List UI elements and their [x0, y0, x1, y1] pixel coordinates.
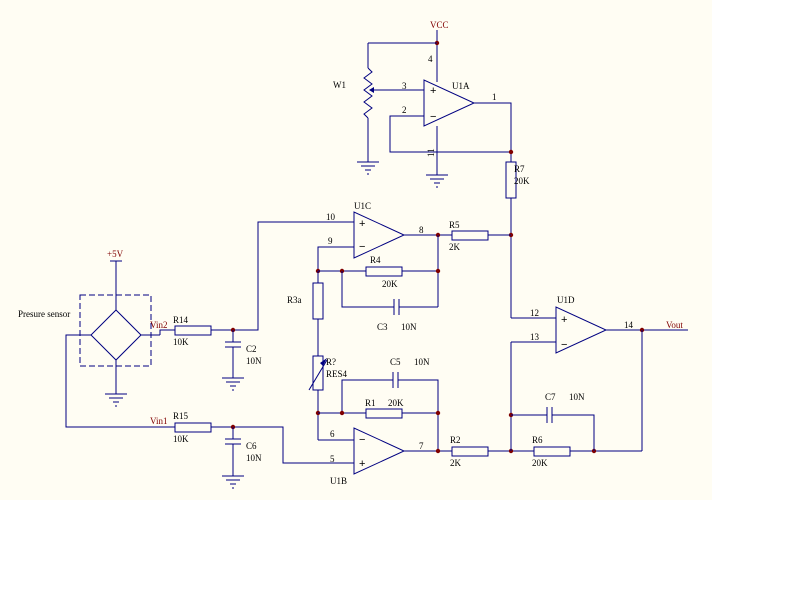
pin-label: 11 [426, 148, 436, 157]
resistor-r15: R15 10K [173, 411, 212, 444]
c6-ref: C6 [246, 441, 257, 451]
pin-label: 5 [330, 454, 335, 464]
r4-value: 20K [382, 279, 398, 289]
r7-ref: R7 [514, 164, 525, 174]
vin2-label: Vin2 [150, 320, 167, 330]
ground-symbol [105, 393, 127, 407]
potentiometer-w1: W1 [333, 42, 437, 162]
c5-ref: C5 [390, 357, 401, 367]
p5v-label: +5V [107, 249, 124, 259]
rq-ref: R? [326, 357, 336, 367]
r4-ref: R4 [370, 255, 381, 265]
schematic-canvas: VCC 4 W1 + − U1A 3 2 1 11 R7 [0, 0, 712, 500]
r6-value: 20K [532, 458, 548, 468]
r1-value: 20K [388, 398, 404, 408]
r15-ref: R15 [173, 411, 189, 421]
resistor-r14: R14 10K [173, 315, 212, 347]
r7-value: 20K [514, 176, 530, 186]
r14-ref: R14 [173, 315, 189, 325]
pressure-sensor-bridge: Presure sensor [18, 294, 175, 428]
minus-sign: − [359, 241, 365, 253]
plus-sign: + [359, 458, 365, 470]
pin-label: 14 [624, 320, 634, 330]
pin-label: 4 [428, 54, 433, 64]
ground-symbol [222, 377, 244, 391]
capacitor-c3: C3 10N [377, 299, 417, 332]
resistor-r1: R1 20K [365, 398, 404, 419]
r6-ref: R6 [532, 435, 543, 445]
pin-label: 6 [330, 429, 335, 439]
c3-ref: C3 [377, 322, 388, 332]
r3a-ref: R3a [287, 295, 302, 305]
r5-ref: R5 [449, 220, 460, 230]
r1-ref: R1 [365, 398, 376, 408]
pin-label: 7 [419, 441, 424, 451]
pin-label: 1 [492, 92, 497, 102]
minus-sign: − [359, 434, 365, 446]
pin-label: 3 [402, 81, 407, 91]
ground-symbol [222, 475, 244, 489]
pin-label: 8 [419, 225, 424, 235]
vcc-label: VCC [430, 20, 449, 30]
capacitor-c5: C5 10N [390, 357, 430, 388]
c7-ref: C7 [545, 392, 556, 402]
resistor-r4: R4 20K [365, 255, 403, 289]
plus-sign: + [430, 85, 436, 97]
plus-sign: + [359, 218, 365, 230]
resistor-r6: R6 20K [532, 435, 571, 468]
resistor-r5: R5 2K [449, 220, 489, 252]
pin-label: 13 [530, 332, 540, 342]
c6-value: 10N [246, 453, 262, 463]
minus-sign: − [561, 339, 567, 351]
resistor-r7: R7 20K [505, 161, 530, 199]
r15-value: 10K [173, 434, 189, 444]
capacitor-c6: C6 10N [225, 427, 262, 476]
pin-label: 12 [530, 308, 539, 318]
u1d-label: U1D [557, 295, 575, 305]
vcc-node: VCC [430, 20, 449, 82]
u1c-label: U1C [354, 201, 371, 211]
ground-symbol [357, 161, 379, 175]
schematic: VCC 4 W1 + − U1A 3 2 1 11 R7 [18, 20, 688, 489]
r14-value: 10K [173, 337, 189, 347]
r2-value: 2K [450, 458, 462, 468]
supply-5v: +5V [107, 249, 124, 310]
r2-ref: R2 [450, 435, 461, 445]
opamp-u1a: + − U1A [423, 79, 476, 127]
opamp-u1b: − + U1B [330, 427, 406, 486]
opamp-u1d: + − U1D [555, 295, 608, 354]
minus-sign: − [430, 111, 436, 123]
rq-value: RES4 [326, 369, 348, 379]
pin-label: 10 [326, 212, 336, 222]
u1b-label: U1B [330, 476, 347, 486]
c2-value: 10N [246, 356, 262, 366]
sensor-label: Presure sensor [18, 309, 70, 319]
ground-symbol [426, 174, 448, 188]
vout-label: Vout [666, 320, 683, 330]
capacitor-c7: C7 10N [545, 392, 585, 423]
plus-sign: + [561, 314, 567, 326]
vin1-label: Vin1 [150, 416, 167, 426]
c3-value: 10N [401, 322, 417, 332]
pin-label: 9 [328, 236, 333, 246]
u1a-label: U1A [452, 81, 470, 91]
c2-ref: C2 [246, 344, 257, 354]
r5-value: 2K [449, 242, 461, 252]
c5-value: 10N [414, 357, 430, 367]
w1-label: W1 [333, 80, 346, 90]
capacitor-c2: C2 10N [225, 330, 262, 378]
pin-label: 2 [402, 105, 407, 115]
resistor-r2: R2 2K [450, 435, 489, 468]
opamp-u1c: + − U1C [353, 201, 406, 259]
c7-value: 10N [569, 392, 585, 402]
resistor-r3a: R3a [287, 282, 324, 320]
